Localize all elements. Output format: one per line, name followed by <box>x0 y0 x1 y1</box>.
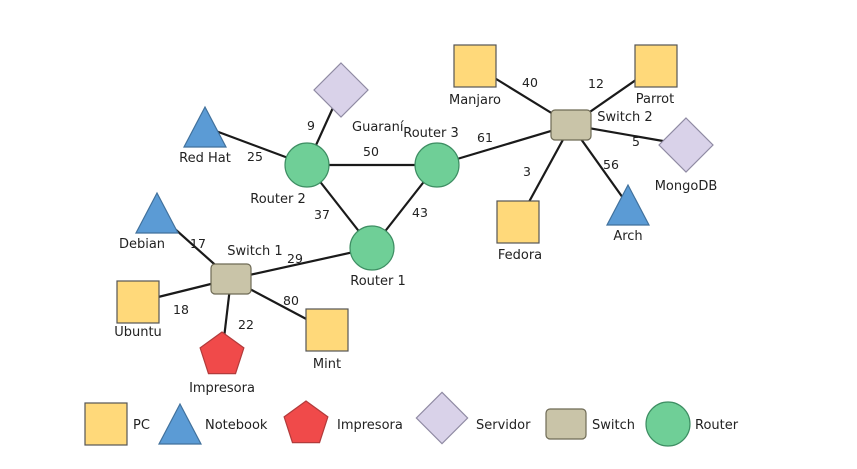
node-label-router1: Router 1 <box>350 274 406 289</box>
edge-weight-arch-switch2: 56 <box>603 157 619 172</box>
legend-label-servidor: Servidor <box>476 418 531 433</box>
edge-weight-redhat-router2: 25 <box>247 149 263 164</box>
legend-router-icon <box>645 401 691 447</box>
edge-weight-debian-switch1: 17 <box>190 236 206 251</box>
node-label-router3: Router 3 <box>403 126 459 141</box>
edge-weight-fedora-switch2: 3 <box>523 164 531 179</box>
edge-router3-switch2 <box>436 123 572 167</box>
node-router1-router-icon <box>349 225 395 271</box>
edge-weight-mint-switch1: 80 <box>283 293 299 308</box>
legend-item-pc: PC <box>84 402 150 446</box>
node-manjaro-pc-icon <box>453 44 497 88</box>
legend-pc-icon <box>84 402 128 446</box>
node-mint-pc-icon <box>305 308 349 352</box>
legend-switch-icon <box>545 408 587 440</box>
legend-item-switch: Switch <box>545 408 635 440</box>
legend-label-router: Router <box>695 418 739 433</box>
node-label-redhat: Red Hat <box>179 151 231 166</box>
node-ubuntu-pc-icon <box>116 280 160 324</box>
node-mongodb-servidor-icon <box>658 117 714 173</box>
edge-switch1-router1 <box>230 246 373 281</box>
legend-servidor-icon <box>415 391 469 445</box>
edge-weight-router2-router1: 37 <box>314 207 330 222</box>
node-switch2-switch-icon <box>550 109 592 141</box>
legend: PC Notebook Impresora Servidor Switch Router <box>84 391 739 447</box>
edge-weight-router3-switch2: 61 <box>477 130 493 145</box>
edge-weight-ubuntu-switch1: 18 <box>173 302 189 317</box>
edge-weight-router2-router3: 50 <box>363 144 379 159</box>
node-parrot-pc-icon <box>634 44 678 88</box>
legend-notebook-icon <box>158 402 202 445</box>
node-switch1-switch-icon <box>210 263 252 295</box>
legend-impresora-icon <box>283 400 329 444</box>
legend-item-router: Router <box>645 401 739 447</box>
edge-weight-mongodb-switch2: 5 <box>632 134 640 149</box>
node-router2-router-icon <box>284 142 330 188</box>
edge-weight-manjaro-switch2: 40 <box>522 75 538 90</box>
node-label-switch1: Switch 1 <box>227 244 282 259</box>
node-label-debian: Debian <box>119 237 165 252</box>
legend-item-notebook: Notebook <box>158 402 268 445</box>
node-label-switch2: Switch 2 <box>597 110 652 125</box>
node-label-fedora: Fedora <box>498 248 542 263</box>
edge-weight-switch1-router1: 29 <box>287 251 303 266</box>
edge-weight-impresora-switch1: 22 <box>238 317 254 332</box>
node-label-mongodb: MongoDB <box>655 179 718 194</box>
legend-item-impresora: Impresora <box>283 400 403 444</box>
node-fedora-pc-icon <box>496 200 540 244</box>
node-label-arch: Arch <box>613 229 642 244</box>
node-label-parrot: Parrot <box>636 92 674 107</box>
node-router3-router-icon <box>414 142 460 188</box>
edge-weights-layer: 25 9 50 37 43 61 40 12 5 3 56 29 17 18 22 80 <box>173 75 640 332</box>
edge-weight-router1-router3: 43 <box>412 205 428 220</box>
node-label-impresora: Impresora <box>189 381 255 396</box>
node-redhat-notebook-icon <box>183 105 227 148</box>
edge-weight-parrot-switch2: 12 <box>588 76 604 91</box>
legend-label-notebook: Notebook <box>205 418 268 433</box>
legend-label-impresora: Impresora <box>337 418 403 433</box>
node-impresora-impresora-icon <box>199 331 245 375</box>
node-label-router2: Router 2 <box>250 192 306 207</box>
node-label-ubuntu: Ubuntu <box>114 325 162 340</box>
legend-label-pc: PC <box>133 418 150 433</box>
edge-weight-guarani-router2: 9 <box>307 118 315 133</box>
node-guarani-servidor-icon <box>313 62 369 118</box>
legend-item-servidor: Servidor <box>415 391 531 445</box>
node-label-manjaro: Manjaro <box>449 93 501 108</box>
node-arch-notebook-icon <box>606 183 650 226</box>
node-debian-notebook-icon <box>135 191 179 234</box>
node-label-guarani: Guaraní <box>352 120 404 135</box>
nodes-layer <box>116 44 714 375</box>
legend-label-switch: Switch <box>592 418 635 433</box>
node-label-mint: Mint <box>313 357 341 372</box>
